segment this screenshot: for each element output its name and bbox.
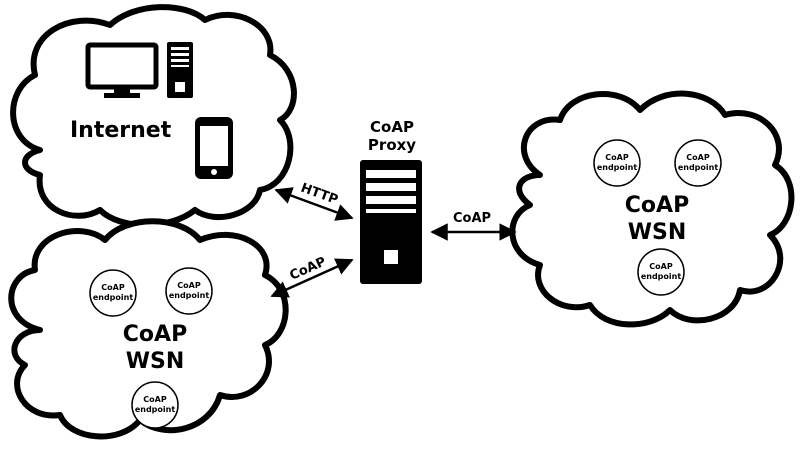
link-label-http: HTTP [299, 181, 340, 208]
link-label-coap-right: CoAP [453, 211, 491, 226]
wsn-right-title-line2: WSN [627, 220, 687, 245]
proxy-label-line1: CoAP [370, 118, 414, 136]
wsn-left-title-line2: WSN [125, 349, 185, 374]
tower-icon [167, 42, 193, 98]
proxy-server-icon [360, 160, 422, 284]
wsn-right-title-line1: CoAP [624, 193, 690, 218]
proxy-label-line2: Proxy [367, 136, 417, 154]
wsn-left-cloud [8, 218, 289, 440]
monitor-icon [85, 42, 159, 98]
internet-label: Internet [70, 118, 172, 143]
wsn-left-title-line1: CoAP [122, 322, 188, 347]
internet-cloud [10, 4, 297, 228]
smartphone-icon [195, 117, 233, 179]
arrow-internet-proxy [274, 187, 354, 221]
wsn-right-cloud [509, 90, 795, 328]
arrow-wsn-left-proxy [270, 258, 354, 298]
